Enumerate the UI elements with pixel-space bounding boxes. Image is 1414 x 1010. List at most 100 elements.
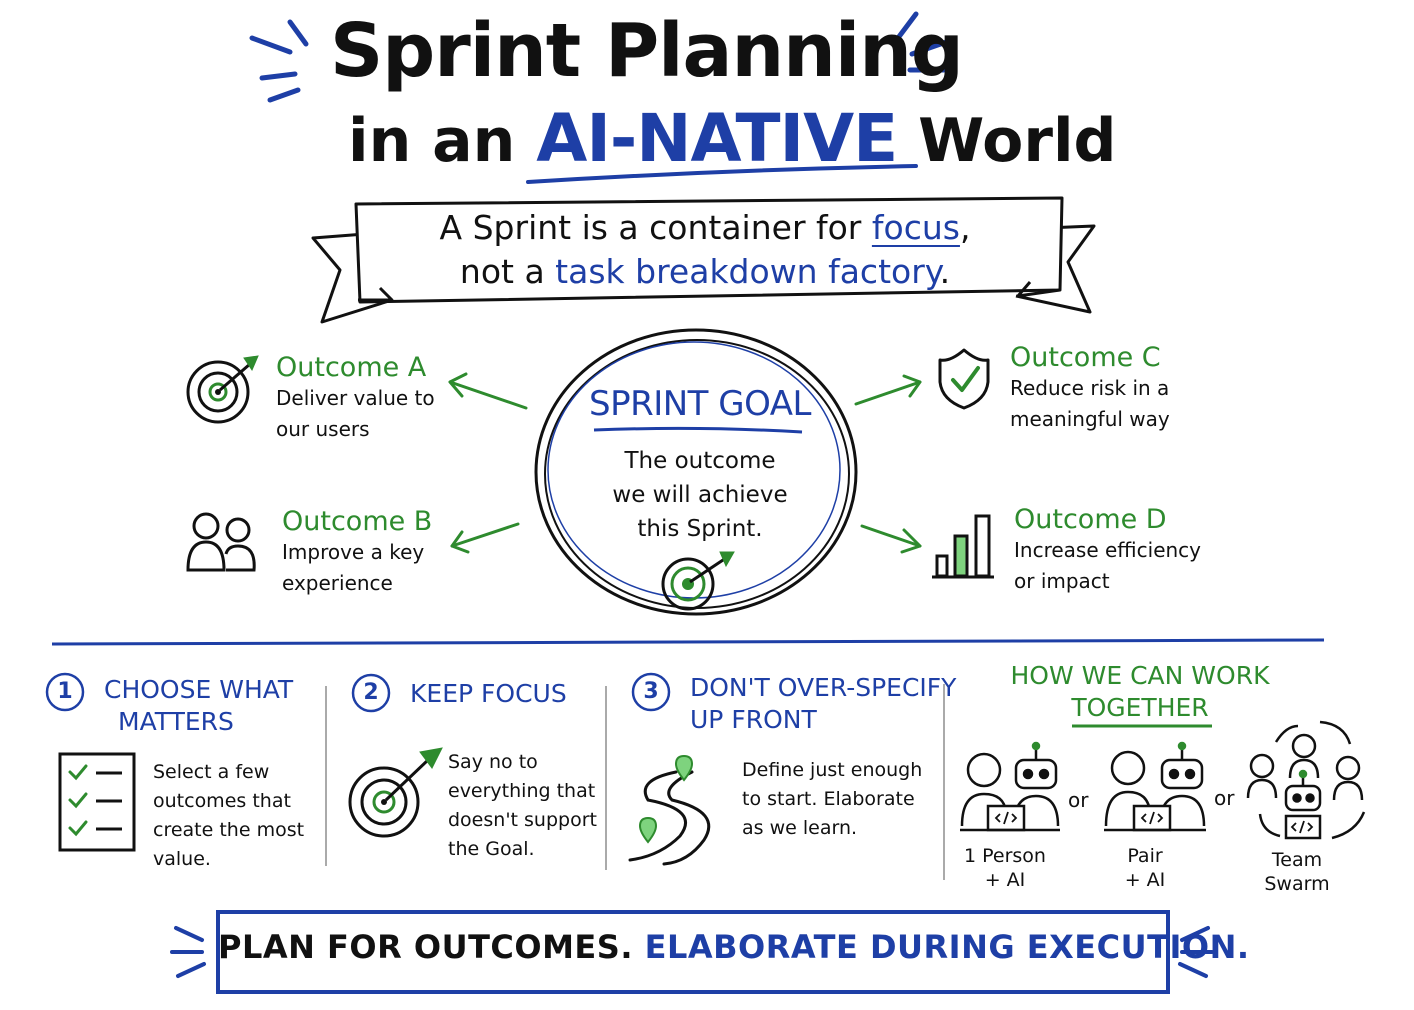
ribbon-highlight-factory: task breakdown factory <box>555 252 940 291</box>
bottom-burst-left-icon <box>170 926 206 978</box>
step-desc-line: doesn't support <box>448 809 597 831</box>
step-desc-line: Define just enough <box>742 759 923 781</box>
step-number-circle <box>631 672 671 712</box>
team-swarm-icon <box>1246 720 1366 840</box>
step-title-line: DON'T OVER-SPECIFY <box>690 673 957 702</box>
outcome-desc: meaningful way <box>1010 407 1170 431</box>
outcome-title: Outcome B <box>282 506 433 537</box>
step-number-circle <box>45 672 85 712</box>
step-title-line: MATTERS <box>118 707 234 736</box>
goal-title-underline <box>593 426 803 434</box>
people-icon <box>186 512 256 572</box>
outcome-desc: Reduce risk in a <box>1010 376 1170 400</box>
outcome-title: Outcome C <box>1010 342 1161 373</box>
title-line-1: Sprint Planning <box>330 8 964 94</box>
title-line-2: in an AI-NATIVE World <box>348 100 1117 177</box>
bottom-banner-text: PLAN FOR OUTCOMES. ELABORATE DURING EXEC… <box>218 928 1249 966</box>
code-icon <box>994 811 1314 834</box>
step-desc-line: Say no to <box>448 751 538 773</box>
outcome-title: Outcome D <box>1014 504 1167 535</box>
work-together-title: HOW WE CAN WORK TOGETHER <box>1000 660 1280 724</box>
mode-label-line: Pair <box>1127 845 1163 867</box>
step-1-description: Select a few outcomes that create the mo… <box>153 758 304 874</box>
outcome-d: Outcome D Increase efficiency or impact <box>1014 504 1201 597</box>
title-underline <box>526 164 918 184</box>
bottom-text-part-1: PLAN FOR OUTCOMES. <box>218 928 633 966</box>
person-and-ai-icon <box>960 741 1060 832</box>
step-desc-line: outcomes that <box>153 790 291 812</box>
outcome-desc: Increase efficiency <box>1014 538 1202 562</box>
step-title-line: CHOOSE WHAT <box>104 675 294 704</box>
outcome-desc: experience <box>282 571 393 595</box>
step-number-circle <box>351 673 391 713</box>
goal-line: we will achieve <box>612 482 788 508</box>
goal-target-icon <box>661 551 735 611</box>
step-1-number: 1 <box>57 679 73 704</box>
ribbon-line-2: not a task breakdown factory. <box>380 252 1030 291</box>
sprint-goal-title: SPRINT GOAL <box>589 384 811 424</box>
outcome-desc: Improve a key <box>282 540 425 564</box>
target-icon <box>186 355 259 424</box>
title-prefix: in an <box>348 106 516 176</box>
or-separator: or <box>1068 788 1089 812</box>
title-burst-left-icon <box>249 19 309 103</box>
bar-chart-icon <box>932 514 994 579</box>
outcome-desc: Deliver value to <box>276 386 435 410</box>
work-title-line: HOW WE CAN WORK <box>1010 661 1270 690</box>
step-3-number: 3 <box>643 679 659 704</box>
arrow-to-outcome-a <box>448 372 528 410</box>
arrow-to-outcome-d <box>860 524 922 554</box>
ribbon-highlight-focus: focus <box>871 208 960 247</box>
step-2-title: KEEP FOCUS <box>410 678 567 710</box>
outcome-desc: or impact <box>1014 569 1110 593</box>
title-suffix: World <box>918 106 1117 176</box>
winding-road-icon <box>628 754 711 866</box>
arrow-to-outcome-b <box>450 522 520 554</box>
pair-and-ai-icon <box>1104 741 1206 832</box>
step-2-number: 2 <box>363 680 379 705</box>
step-3-title: DON'T OVER-SPECIFY UP FRONT <box>690 672 956 736</box>
step-desc-line: create the most <box>153 819 305 841</box>
ribbon-text-a: A Sprint is a container for <box>439 208 862 247</box>
step-title-line: KEEP FOCUS <box>410 679 567 708</box>
outcome-b: Outcome B Improve a key experience <box>282 506 432 599</box>
ribbon-punct: . <box>939 252 951 291</box>
work-title-line: TOGETHER <box>1071 693 1209 722</box>
ribbon-banner <box>311 196 1096 324</box>
mode-1-person-ai: 1 Person + AI <box>960 844 1050 892</box>
outcome-desc: our users <box>276 417 370 441</box>
bottom-burst-right-icon <box>1178 926 1214 978</box>
mode-label-line: + AI <box>1124 869 1166 891</box>
title-burst-right-icon <box>895 11 955 73</box>
step-desc-line: everything that <box>448 780 596 802</box>
mode-label-line: Team <box>1271 849 1323 871</box>
mode-label-line: Swarm <box>1264 873 1330 895</box>
outcome-c: Outcome C Reduce risk in a meaningful wa… <box>1010 342 1170 435</box>
bottom-text-part-2: ELABORATE DURING EXECUTION. <box>644 928 1250 966</box>
outcome-title: Outcome A <box>276 352 427 383</box>
step-desc-line: Select a few <box>153 761 270 783</box>
mode-label-line: + AI <box>984 869 1026 891</box>
mode-pair-ai: Pair + AI <box>1100 844 1190 892</box>
arrow-to-outcome-c <box>854 374 922 406</box>
goal-line: this Sprint. <box>637 516 763 542</box>
step-2-description: Say no to everything that doesn't suppor… <box>448 748 597 864</box>
step-1-title: CHOOSE WHAT MATTERS <box>104 674 293 738</box>
or-separator: or <box>1214 786 1235 810</box>
bottom-banner <box>216 910 1170 994</box>
step-desc-line: as we learn. <box>742 817 858 839</box>
mode-team-swarm: Team Swarm <box>1252 848 1342 896</box>
sprint-goal-description: The outcome we will achieve this Sprint. <box>570 444 830 546</box>
step-desc-line: the Goal. <box>448 838 535 860</box>
goal-line: The outcome <box>624 448 776 474</box>
step-3-description: Define just enough to start. Elaborate a… <box>742 756 922 843</box>
checklist-icon <box>58 752 136 852</box>
outcome-a: Outcome A Deliver value to our users <box>276 352 435 445</box>
focus-target-icon <box>348 747 443 838</box>
section-divider <box>51 638 1325 646</box>
step-desc-line: value. <box>153 848 211 870</box>
step-title-line: UP FRONT <box>690 705 817 734</box>
title-accent: AI-NATIVE <box>536 100 898 177</box>
ribbon-punct: , <box>959 208 971 247</box>
